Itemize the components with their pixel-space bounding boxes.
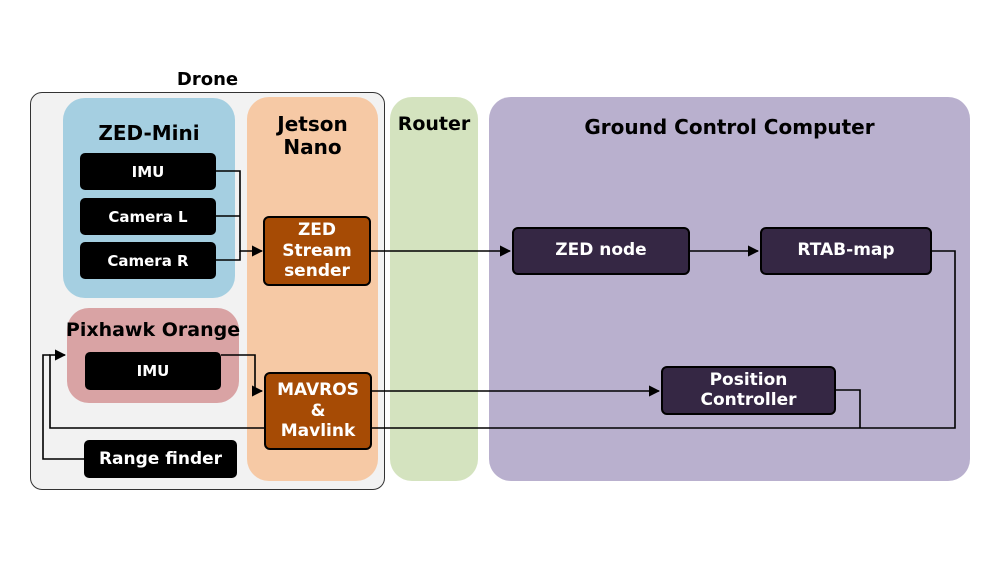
camera-r-line [216, 251, 241, 261]
router-title: Router [397, 113, 471, 135]
pixhawk-imu-box: IMU [85, 352, 221, 390]
camera-l-box: Camera L [80, 198, 216, 235]
pixhawk-title: Pixhawk Orange [65, 319, 241, 341]
zed-imu-box: IMU [80, 153, 216, 190]
imu-to-sender-line [216, 170, 264, 257]
position-controller-box: Position Controller [661, 366, 836, 415]
gcc-region [489, 97, 970, 481]
zed-node-box: ZED node [512, 227, 690, 275]
zed-mini-title: ZED-Mini [98, 121, 200, 145]
range-finder-line [42, 354, 84, 460]
router-region [390, 97, 478, 481]
zed-stream-sender-box: ZED Stream sender [263, 216, 371, 286]
controller-feedback-line [836, 389, 861, 428]
rtab-loop-line [372, 250, 956, 429]
drone-title: Drone [176, 69, 239, 90]
range-finder-box: Range finder [84, 440, 237, 478]
jetson-nano-title: Jetson Nano [277, 112, 348, 159]
rtab-map-box: RTAB-map [760, 227, 932, 275]
mavros-to-pixhawk-line [49, 349, 264, 429]
pixhawk-to-mavros-line [221, 354, 264, 397]
gcc-title: Ground Control Computer [584, 115, 875, 139]
camera-r-box: Camera R [80, 242, 216, 279]
mavros-mavlink-box: MAVROS & Mavlink [264, 372, 372, 450]
